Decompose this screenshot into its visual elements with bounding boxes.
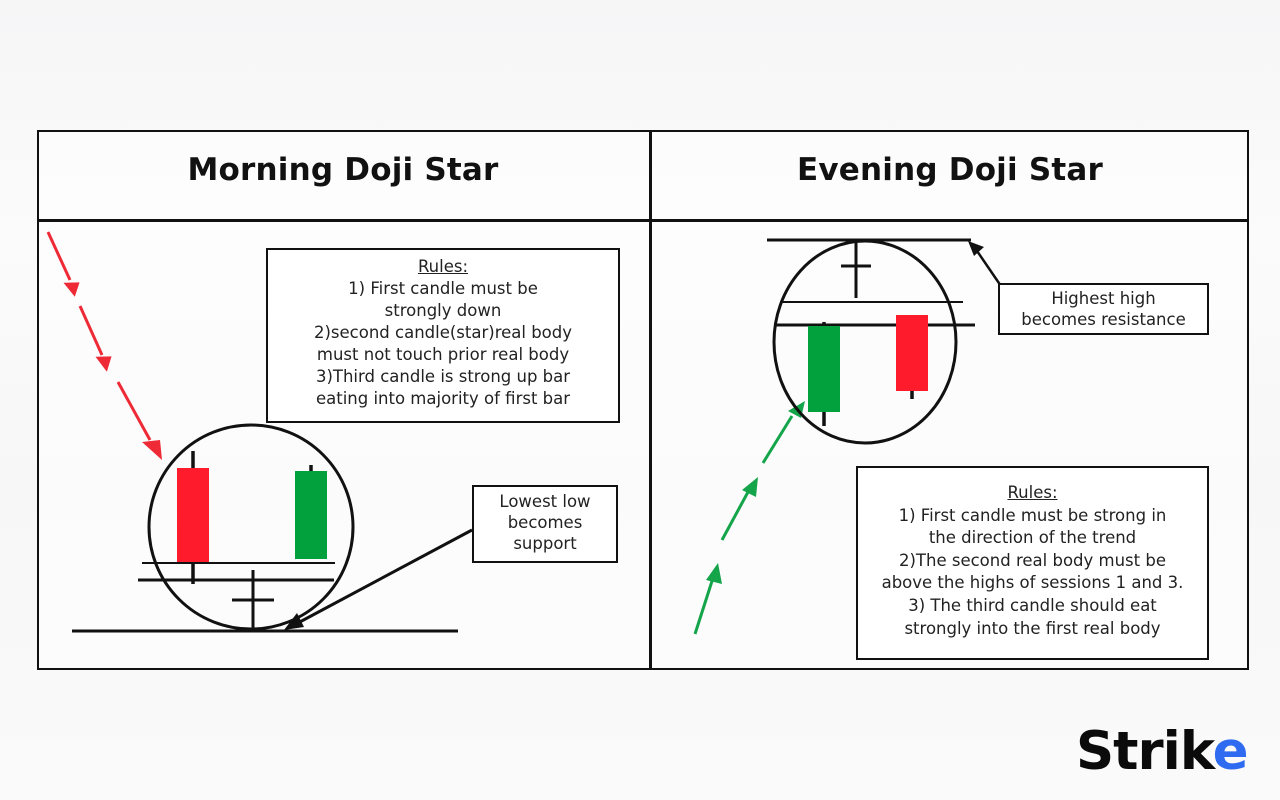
evening-bearish-candle xyxy=(896,315,928,399)
rule-line: 1) First candle must be strong in xyxy=(898,505,1167,525)
logo-text-accent: e xyxy=(1212,721,1249,782)
annotation-line: becomes xyxy=(507,513,583,532)
downtrend-arrow xyxy=(46,231,162,460)
support-annotation-box: Lowest low becomes support xyxy=(472,485,618,563)
morning-bullish-candle xyxy=(295,465,327,559)
annotation-line: becomes resistance xyxy=(1021,310,1186,329)
panel-divider-vertical xyxy=(649,130,652,670)
rule-line: 3)Third candle is strong up bar xyxy=(315,367,571,386)
rule-line: 2)The second real body must be xyxy=(899,550,1166,570)
evening-doji-star-title: Evening Doji Star xyxy=(797,152,1103,188)
morning-doji-star-title: Morning Doji Star xyxy=(187,152,499,188)
annotation-line: Highest high xyxy=(1051,289,1156,308)
evening-doji-candle xyxy=(841,242,871,298)
header-divider-horizontal xyxy=(37,219,1249,222)
rule-line: 2)second candle(star)real body xyxy=(313,323,573,342)
rule-line: 1) First candle must be xyxy=(348,279,538,298)
morning-reference-lines xyxy=(72,562,458,633)
evening-rules-box: Rules: 1) First candle must be strong in… xyxy=(856,466,1209,660)
evening-star-highlight-circle xyxy=(772,239,958,445)
rule-line: strongly down xyxy=(384,301,502,320)
support-pointer-arrow xyxy=(284,528,473,630)
evening-reference-lines xyxy=(767,238,975,327)
rule-line: strongly into the first real body xyxy=(904,618,1161,638)
resistance-pointer-arrow xyxy=(968,241,1005,290)
rule-line: eating into majority of first bar xyxy=(315,389,571,408)
rule-line: the direction of the trend xyxy=(928,528,1137,548)
uptrend-arrow xyxy=(693,401,805,635)
morning-bearish-candle xyxy=(177,451,209,584)
logo-text-k: k xyxy=(1179,721,1214,782)
resistance-annotation-box: Highest high becomes resistance xyxy=(998,283,1209,335)
rule-line: must not touch prior real body xyxy=(316,345,570,364)
morning-star-highlight-circle xyxy=(147,423,355,631)
rules-heading: Rules: xyxy=(417,257,469,276)
rule-line: above the highs of sessions 1 and 3. xyxy=(881,573,1184,593)
annotation-line: support xyxy=(513,534,577,553)
annotation-line: Lowest low xyxy=(499,492,591,511)
evening-bullish-candle xyxy=(808,322,840,426)
logo-text-main: Stri xyxy=(1076,721,1181,782)
strike-logo: Strike xyxy=(1076,721,1249,782)
morning-rules-box: Rules: 1) First candle must be strongly … xyxy=(266,248,620,423)
rules-heading: Rules: xyxy=(1007,483,1058,502)
rule-line: 3) The third candle should eat xyxy=(908,595,1157,615)
